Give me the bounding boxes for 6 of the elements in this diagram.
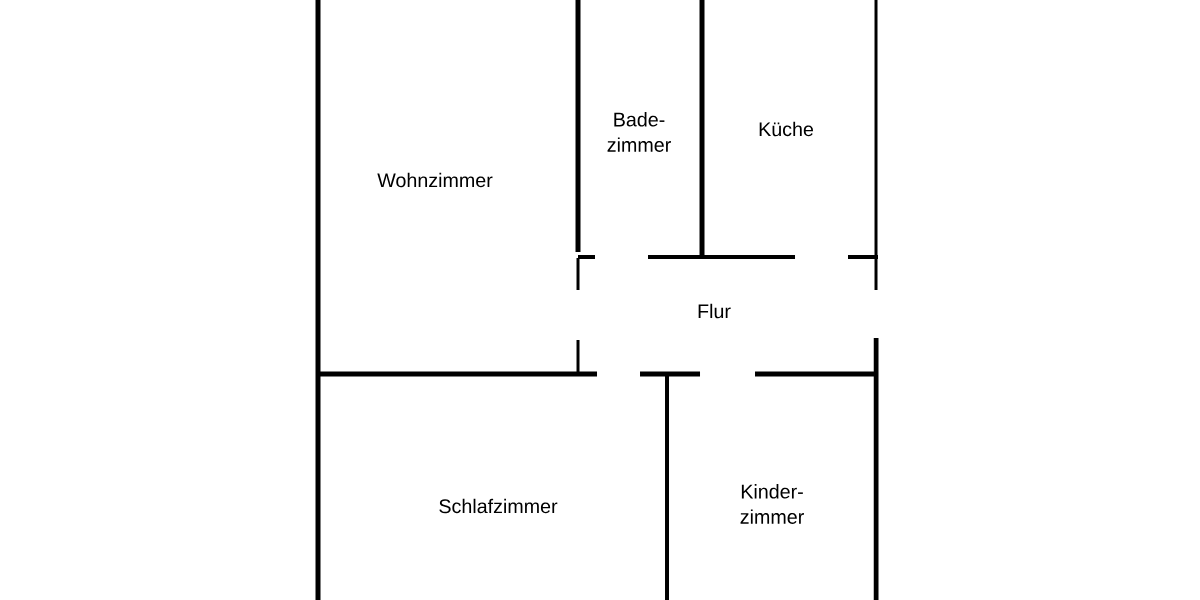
room-label: Flur xyxy=(698,303,731,319)
room-label: Küche xyxy=(759,121,814,137)
room-label: Schlafzimmer xyxy=(439,498,558,514)
room-label: Wohnzimmer xyxy=(377,172,493,188)
room-label: Bade- zimmer xyxy=(607,112,671,152)
room-label: Kinder- zimmer xyxy=(740,484,804,524)
